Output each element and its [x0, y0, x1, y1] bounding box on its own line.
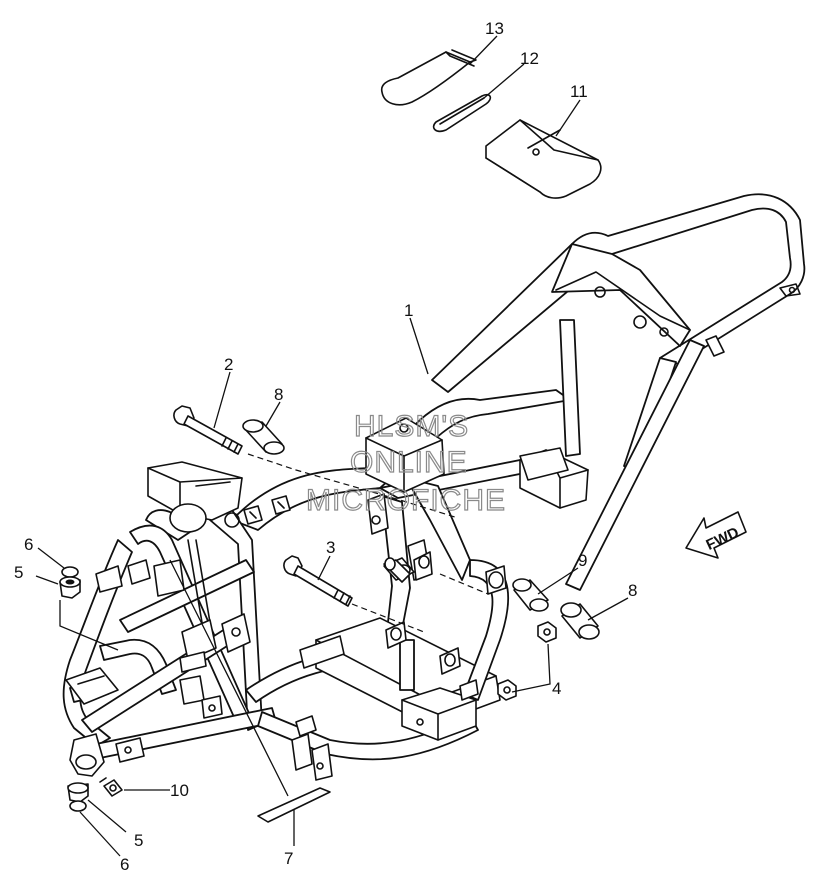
part-6-ring-lower: [69, 800, 87, 812]
callout-12: 12: [520, 49, 539, 68]
callout-8-lower: 8: [628, 581, 637, 600]
watermark: HLSM'S ONLINE MICROFICHE: [305, 409, 506, 517]
callout-6-upper: 6: [24, 535, 33, 554]
part-3-bolt: [283, 555, 353, 607]
part-9-collar: [512, 578, 549, 612]
watermark-line-3: MICROFICHE: [306, 484, 506, 517]
callout-10: 7: [284, 849, 293, 868]
callout-3: 3: [326, 538, 335, 557]
part-7-bolt: [99, 777, 123, 797]
part-bolt-center: [383, 557, 411, 583]
part-8-collar-upper: [242, 419, 285, 455]
part-4-nut-upper: [537, 621, 557, 643]
part-13-strap: [380, 49, 477, 106]
part-12-band: [432, 93, 492, 133]
callout-6-lower: 6: [120, 855, 129, 874]
watermark-line-1: HLSM'S: [354, 410, 469, 443]
callout-numbers: 13 12 11 1 2 8 3 9 8 4 6 5 10 5 6 7: [14, 19, 637, 874]
part-8-collar-lower: [560, 602, 600, 640]
callout-5-upper: 5: [14, 563, 23, 582]
part-1-frame: [62, 193, 806, 781]
part-5-bush-upper: [59, 576, 81, 599]
callout-11: 11: [570, 82, 588, 101]
callout-9: 9: [578, 551, 587, 570]
part-11-bag: [485, 119, 602, 199]
callout-5-lower: 5: [134, 831, 143, 850]
part-2-bolt: [173, 405, 243, 455]
part-10-plate: [257, 787, 331, 823]
part-5-bush-lower: [67, 782, 89, 803]
callout-8-upper: 8: [274, 385, 283, 404]
part-4-nut-lower: [497, 679, 517, 701]
watermark-line-2: ONLINE: [350, 446, 468, 479]
callout-4: 4: [552, 679, 561, 698]
callout-13: 13: [485, 19, 504, 38]
leader-lines: [35, 35, 629, 857]
callout-1: 1: [404, 301, 413, 320]
callout-7: 10: [170, 781, 189, 800]
fwd-arrow-icon: FWD: [685, 511, 747, 559]
part-6-ring-upper: [61, 566, 79, 578]
callout-2: 2: [224, 355, 233, 374]
